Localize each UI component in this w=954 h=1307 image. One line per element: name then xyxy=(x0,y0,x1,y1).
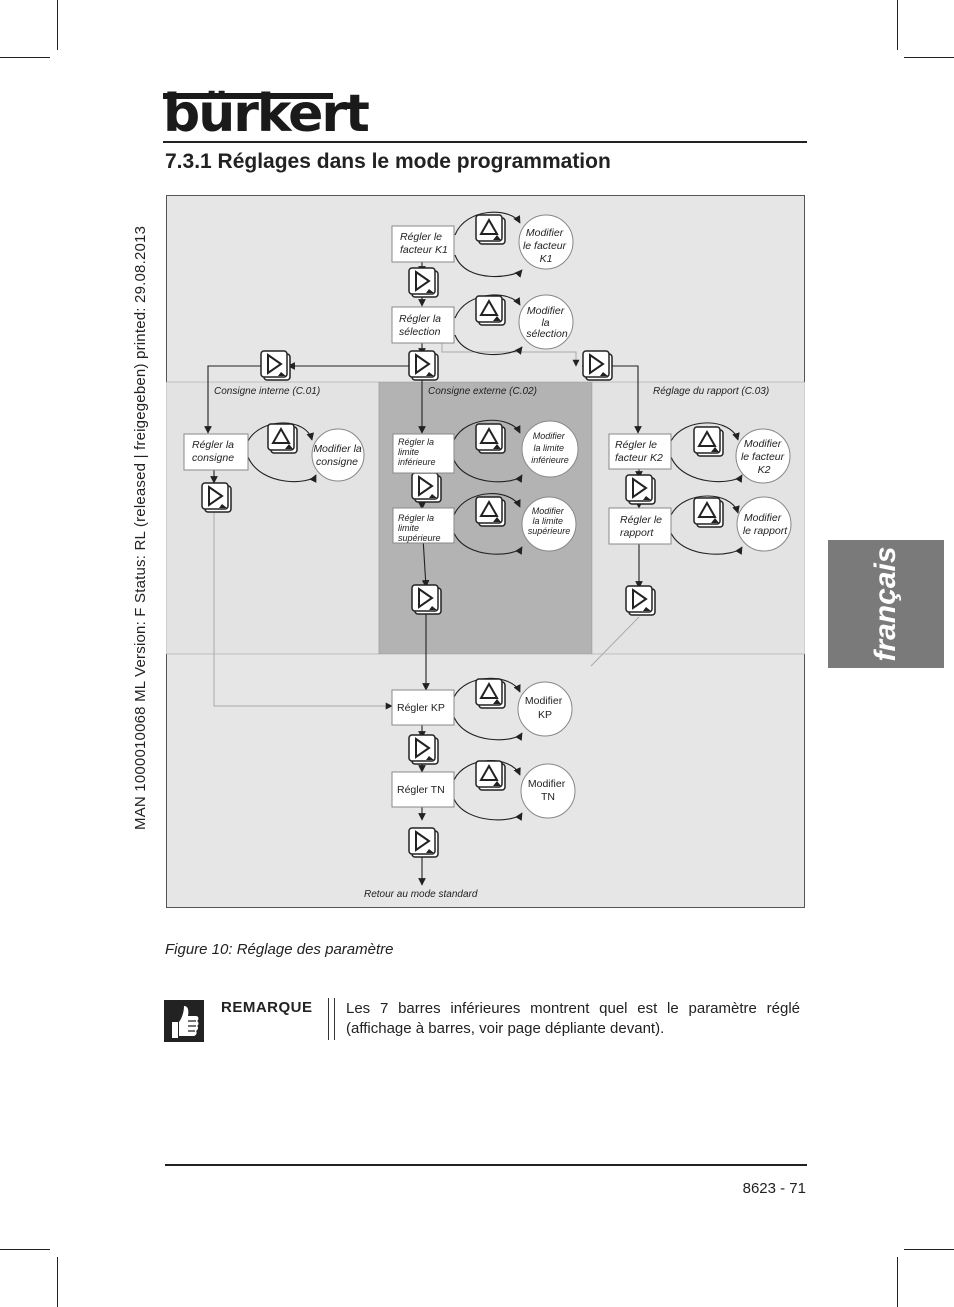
svg-text:Modifier la limite: Modifier la limite inférieure xyxy=(531,431,569,465)
up-button-icon xyxy=(693,426,724,457)
up-button-icon xyxy=(267,423,298,454)
svg-text:Modifier le facteur: Modifier le facteur K2 xyxy=(741,438,787,476)
modify-circle-kp: Modifier KP xyxy=(517,681,573,737)
up-button-icon xyxy=(475,295,506,326)
note-text: Les 7 barres inférieures montrent quel e… xyxy=(346,1000,800,1037)
right-button-icon xyxy=(411,472,442,503)
svg-text:Modifier le facteur: Modifier le facteur K1 xyxy=(523,227,569,265)
crop-mark xyxy=(904,1249,954,1250)
step-box-selection: Régler la sélection xyxy=(391,306,455,344)
language-tab[interactable]: français xyxy=(828,540,944,668)
svg-text:Modifier le rapport: Modifier le rapport xyxy=(743,512,788,537)
crop-mark xyxy=(904,57,954,58)
up-button-icon xyxy=(475,496,506,527)
right-button-icon xyxy=(408,827,439,858)
step-box-k1: Régler le facteur K1 xyxy=(391,225,455,263)
document-meta: MAN 1000010068 ML Version: F Status: RL … xyxy=(132,225,149,830)
step-box-rapport: Régler le rapport xyxy=(608,507,672,545)
thumbs-up-icon xyxy=(164,1000,204,1042)
right-button-icon xyxy=(408,350,439,381)
crop-mark xyxy=(897,0,898,50)
step-box-k2: Régler le facteur K2 xyxy=(608,433,672,470)
svg-text:Modifier KP: Modifier KP xyxy=(525,695,565,721)
page-number: 8623 - 71 xyxy=(742,1180,806,1197)
language-tab-label: français xyxy=(869,546,902,662)
svg-text:Régler TN: Régler TN xyxy=(397,784,445,796)
svg-text:Régler le facteur K1: Régler le facteur K1 xyxy=(400,231,448,256)
up-button-icon xyxy=(475,678,506,709)
crop-mark xyxy=(897,1257,898,1307)
right-button-icon xyxy=(408,267,439,298)
modify-circle-selection: Modifier la sélection xyxy=(518,294,574,350)
svg-text:Régler le facteur K2: Régler le facteur K2 xyxy=(615,439,663,464)
flow-diagram: Consigne interne (C.01) Consigne externe… xyxy=(166,195,805,908)
step-box-tn: Régler TN xyxy=(391,771,455,808)
step-box-kp: Régler KP xyxy=(391,689,455,726)
step-box-lim-sup: Régler la limite supérieure xyxy=(392,507,455,544)
section-label-internal: Consigne interne (C.01) xyxy=(214,386,320,397)
up-button-icon xyxy=(475,214,506,245)
right-button-icon xyxy=(260,350,291,381)
modify-circle-consigne: Modifier la consigne xyxy=(311,428,365,482)
section-label-ratio: Réglage du rapport (C.03) xyxy=(653,386,769,397)
note-divider xyxy=(334,998,335,1040)
right-button-icon xyxy=(582,350,613,381)
modify-circle-k1: Modifier le facteur K1 xyxy=(518,214,574,270)
logo-bar xyxy=(163,93,333,99)
footer-rule xyxy=(165,1164,807,1166)
note-label: REMARQUE xyxy=(221,999,313,1016)
right-button-icon xyxy=(201,482,232,513)
modify-circle-lim-inf: Modifier la limite inférieure xyxy=(521,420,579,478)
svg-text:Modifier la limite: Modifier la limite supérieure xyxy=(528,506,571,536)
up-button-icon xyxy=(475,760,506,791)
zone-internal xyxy=(166,381,380,655)
return-label: Retour au mode standard xyxy=(364,889,478,900)
right-button-icon xyxy=(625,474,656,505)
svg-text:Modifier la consigne: Modifier la consigne xyxy=(313,443,364,468)
crop-mark xyxy=(57,1257,58,1307)
step-box-lim-inf: Régler la limite inférieure xyxy=(392,433,455,474)
up-button-icon xyxy=(693,497,724,528)
svg-text:Modifier la sélect: Modifier la sélection xyxy=(526,305,568,340)
right-button-icon xyxy=(411,584,442,615)
svg-text:Régler la consigne: Régler la consigne xyxy=(192,439,237,464)
svg-text:Régler la limite: Régler la limite supérieure xyxy=(398,513,441,543)
svg-text:Régler KP: Régler KP xyxy=(397,702,445,714)
svg-text:Régler la limite: Régler la limite inférieure xyxy=(398,437,437,467)
modify-circle-rapport: Modifier le rapport xyxy=(736,496,792,552)
svg-text:Modifier TN: Modifier TN xyxy=(528,778,568,803)
modify-circle-k2: Modifier le facteur K2 xyxy=(735,428,791,484)
header-rule xyxy=(163,141,807,143)
modify-circle-tn: Modifier TN xyxy=(520,763,576,819)
step-box-consigne: Régler la consigne xyxy=(183,433,249,471)
figure-caption: Figure 10: Réglage des paramètre xyxy=(165,941,394,958)
right-button-icon xyxy=(625,585,656,616)
up-button-icon xyxy=(475,423,506,454)
section-label-external: Consigne externe (C.02) xyxy=(428,386,537,397)
crop-mark xyxy=(57,0,58,50)
section-title: 7.3.1 Réglages dans le mode programmatio… xyxy=(165,150,611,173)
svg-text:Régler la sélection: Régler la sélection xyxy=(399,313,444,338)
crop-mark xyxy=(0,1249,50,1250)
brand-logo: bürkert xyxy=(163,84,370,144)
crop-mark xyxy=(0,57,50,58)
right-button-icon xyxy=(408,734,439,765)
svg-text:Régler le rapport: Régler le rapport xyxy=(620,514,665,539)
note-divider xyxy=(328,998,329,1040)
modify-circle-lim-sup: Modifier la limite supérieure xyxy=(521,496,577,552)
